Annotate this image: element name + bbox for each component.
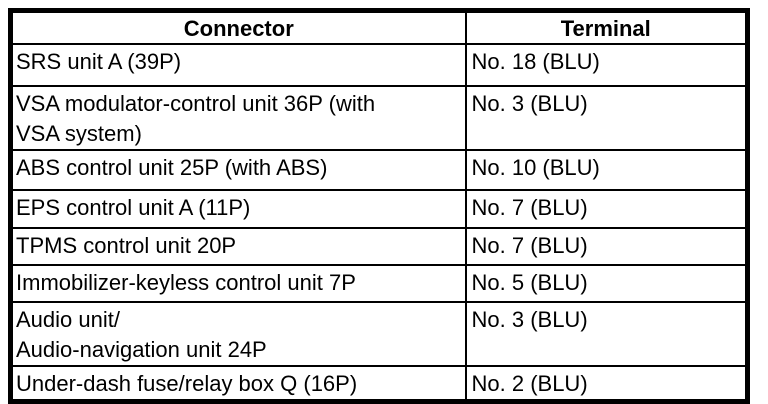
- connector-cell: SRS unit A (39P): [9, 42, 467, 87]
- table-row: Audio unit/ Audio-navigation unit 24P No…: [9, 300, 749, 367]
- table-row: EPS control unit A (11P) No. 7 (BLU): [9, 188, 749, 229]
- connector-cell: ABS control unit 25P (with ABS): [9, 148, 467, 191]
- connector-cell: EPS control unit A (11P): [9, 188, 467, 229]
- terminal-cell: No. 5 (BLU): [464, 263, 749, 303]
- connector-cell: Under-dash fuse/relay box Q (16P): [9, 364, 467, 403]
- connector-cell: Audio unit/ Audio-navigation unit 24P: [9, 300, 467, 367]
- table-row: TPMS control unit 20P No. 7 (BLU): [9, 226, 749, 266]
- terminal-cell: No. 10 (BLU): [464, 148, 749, 191]
- terminal-cell: No. 3 (BLU): [464, 84, 749, 151]
- terminal-cell: No. 7 (BLU): [464, 188, 749, 229]
- table-body: SRS unit A (39P) No. 18 (BLU) VSA modula…: [9, 42, 749, 403]
- table-row: VSA modulator-control unit 36P (with VSA…: [9, 84, 749, 151]
- connector-terminal-table: Connector Terminal SRS unit A (39P) No. …: [8, 8, 750, 404]
- connector-cell: VSA modulator-control unit 36P (with VSA…: [9, 84, 467, 151]
- terminal-cell: No. 7 (BLU): [464, 226, 749, 266]
- terminal-cell: No. 2 (BLU): [464, 364, 749, 403]
- table-row: Under-dash fuse/relay box Q (16P) No. 2 …: [9, 364, 749, 403]
- terminal-cell: No. 18 (BLU): [464, 42, 749, 87]
- table-row: ABS control unit 25P (with ABS) No. 10 (…: [9, 148, 749, 191]
- terminal-cell: No. 3 (BLU): [464, 300, 749, 367]
- column-header-terminal: Terminal: [464, 9, 749, 45]
- table-row: SRS unit A (39P) No. 18 (BLU): [9, 42, 749, 87]
- column-header-connector: Connector: [9, 9, 467, 45]
- connector-cell: TPMS control unit 20P: [9, 226, 467, 266]
- header-row: Connector Terminal: [9, 9, 749, 45]
- connector-cell: Immobilizer-keyless control unit 7P: [9, 263, 467, 303]
- table-row: Immobilizer-keyless control unit 7P No. …: [9, 263, 749, 303]
- table-header: Connector Terminal: [9, 9, 749, 45]
